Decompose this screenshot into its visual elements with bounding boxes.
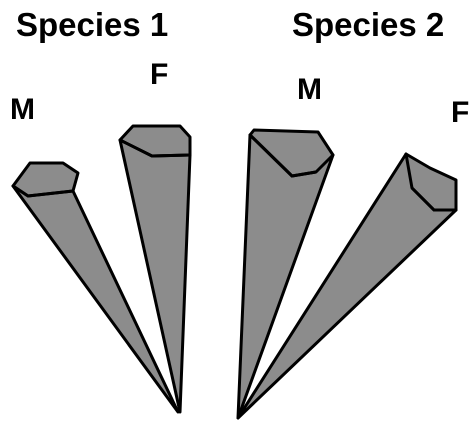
- species-2-male-cone: [238, 130, 333, 418]
